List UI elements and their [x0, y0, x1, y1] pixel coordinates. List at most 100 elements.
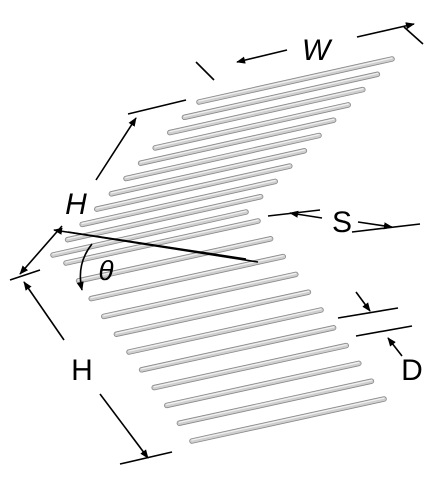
rod-stroke: [191, 397, 385, 441]
angle-ray-lower: [67, 231, 247, 260]
height-lower-arrow-top: [23, 281, 65, 341]
height-upper-dimension: H: [19, 99, 187, 275]
rod: [196, 56, 395, 105]
rod: [50, 209, 249, 258]
rod-stroke: [138, 118, 336, 166]
rod-stroke: [140, 118, 335, 163]
rod: [75, 236, 274, 284]
width-arrow-right: [356, 22, 415, 38]
width-extension-right: [403, 26, 424, 45]
angle-arc: [76, 243, 93, 291]
rod-stroke: [167, 87, 365, 135]
rod: [113, 289, 312, 337]
rod-stroke: [124, 133, 321, 181]
rod-stroke: [166, 361, 360, 406]
rod-stroke: [96, 164, 291, 209]
rod: [63, 218, 261, 266]
rod-stroke: [127, 308, 323, 354]
rod-stroke: [64, 219, 260, 265]
height-lower-extension-top: [9, 269, 41, 281]
rod-stroke: [65, 219, 259, 263]
rod-stroke: [81, 179, 276, 225]
rod: [94, 163, 293, 212]
rod-stroke: [177, 379, 374, 426]
height-lower-label: H: [71, 354, 93, 387]
angle-construction: θ: [53, 227, 259, 291]
rod-stroke: [154, 103, 349, 148]
rod: [123, 132, 322, 182]
rod: [152, 102, 351, 151]
rod-stroke: [125, 134, 320, 179]
rod-stroke: [115, 290, 309, 334]
rod-stroke: [65, 194, 263, 242]
height-lower-arrow-bottom: [99, 393, 149, 459]
rod-stroke: [101, 272, 298, 319]
rod-stroke: [128, 308, 322, 352]
width-arrow-left: [236, 49, 288, 64]
rod: [189, 396, 387, 444]
rod-stroke: [109, 148, 307, 196]
spacing-label: S: [332, 206, 352, 239]
spacing-dimension: S: [267, 206, 421, 239]
rod: [164, 360, 362, 409]
width-label: W: [302, 34, 333, 67]
angle-label: θ: [98, 255, 113, 286]
height-upper-label: H: [65, 188, 87, 221]
rod: [126, 307, 324, 355]
rod-stroke: [197, 57, 394, 104]
rod-stroke: [141, 326, 335, 370]
height-lower-dimension: H: [9, 269, 173, 465]
rod-stroke: [66, 195, 262, 240]
rod: [176, 378, 375, 426]
diameter-extension-upper: [337, 307, 399, 319]
rod-stroke: [190, 397, 386, 443]
rod: [138, 325, 337, 373]
rod-stroke: [94, 164, 292, 212]
rod-stroke: [52, 210, 247, 255]
rod-stroke: [103, 272, 297, 317]
lower-rod-grid: [63, 218, 387, 444]
spacing-arrow-left: [289, 210, 323, 219]
rod-stroke: [114, 290, 311, 337]
rod: [79, 178, 278, 228]
rod-stroke: [80, 179, 278, 227]
rod-stroke: [76, 236, 273, 283]
diameter-arrow-top: [355, 291, 371, 312]
diameter-label: D: [401, 354, 423, 387]
rod: [167, 86, 366, 136]
rod: [64, 193, 264, 243]
diameter-arrow-bottom: [387, 337, 403, 357]
rod-stroke: [89, 254, 286, 301]
rod: [88, 253, 286, 302]
rod-stroke: [153, 344, 347, 388]
upper-rod-grid: [50, 56, 395, 258]
rod-stroke: [152, 343, 349, 390]
spacing-extension-lower: [351, 223, 421, 233]
height-lower-extension-bottom: [119, 451, 173, 465]
rod-stroke: [198, 57, 393, 102]
diameter-extension-lower: [355, 325, 413, 337]
rod: [101, 271, 299, 320]
rod-stroke: [164, 361, 361, 408]
rod-stroke: [90, 255, 284, 299]
rod-stroke: [77, 237, 272, 281]
rod-stroke: [178, 379, 372, 423]
rod: [108, 148, 308, 197]
rod: [137, 117, 337, 166]
rod-stroke: [153, 103, 351, 150]
rod-stroke: [169, 88, 364, 133]
diameter-dimension: D: [337, 291, 423, 387]
width-dimension: W: [195, 22, 424, 81]
width-extension-left: [195, 61, 215, 81]
rod-stroke: [51, 210, 248, 257]
spacing-arrow-right: [357, 221, 393, 230]
height-upper-arrow-bottom: [19, 225, 63, 275]
rod-stroke: [182, 72, 380, 120]
height-upper-extension: [127, 99, 187, 115]
rod-stroke: [183, 72, 378, 118]
rod-stroke: [139, 325, 336, 372]
rod-stroke: [110, 149, 305, 194]
rod: [151, 342, 349, 391]
height-upper-arrow-top: [95, 117, 137, 181]
